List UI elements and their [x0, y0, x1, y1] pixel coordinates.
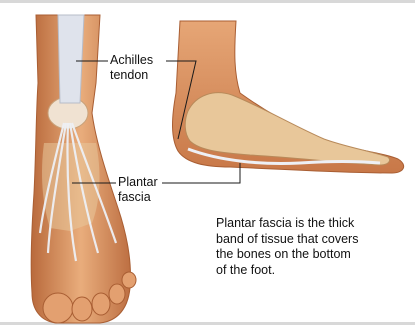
foot-illustration — [0, 3, 415, 328]
caption-line-1: Plantar fascia is the thick — [216, 216, 406, 232]
achilles-tendon-band — [58, 15, 84, 103]
label-achilles-line-1: Achilles — [110, 53, 153, 68]
caption: Plantar fascia is the thick band of tiss… — [216, 216, 406, 278]
toe-third — [92, 293, 110, 315]
label-achilles-line-2: tendon — [110, 68, 153, 83]
label-plantar-fascia: Plantar fascia — [118, 175, 158, 205]
toe-fifth — [122, 272, 136, 288]
caption-line-3: the bones on the bottom — [216, 247, 406, 263]
toe-big — [43, 293, 73, 323]
caption-line-4: of the foot. — [216, 263, 406, 279]
label-achilles-tendon: Achilles tendon — [110, 53, 153, 83]
foot-side-view — [173, 21, 404, 173]
caption-line-2: band of tissue that covers — [216, 232, 406, 248]
label-plantar-line-2: fascia — [118, 190, 158, 205]
toe-second — [72, 297, 92, 321]
label-plantar-line-1: Plantar — [118, 175, 158, 190]
toe-fourth — [109, 284, 125, 304]
